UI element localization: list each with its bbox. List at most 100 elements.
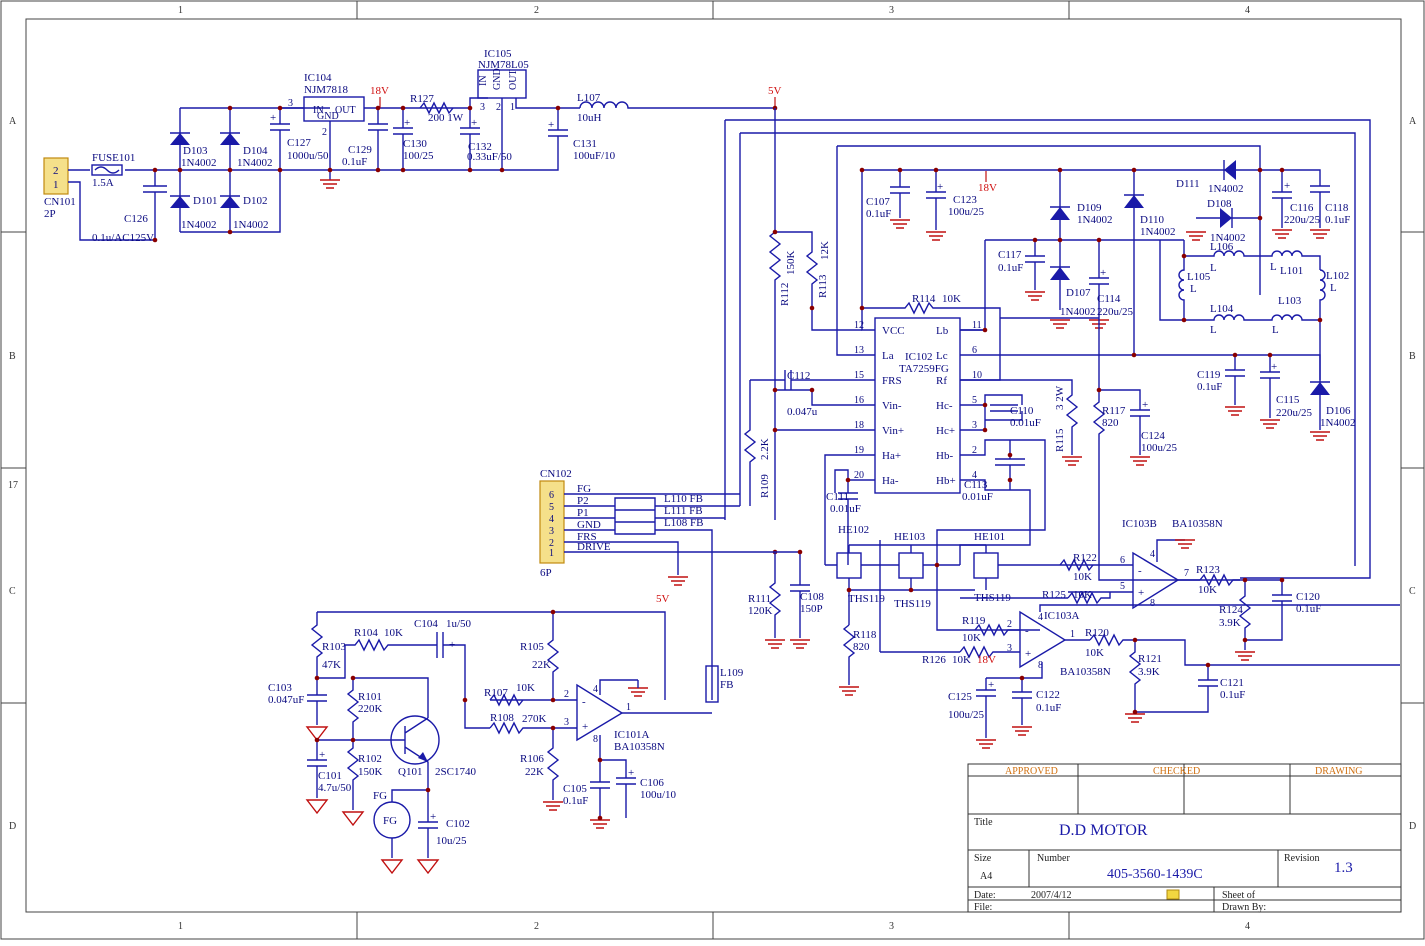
- d108-value: 1N4002: [1210, 232, 1245, 244]
- ic102-left-pin-number: 13: [854, 345, 864, 356]
- c132-ref: C132: [468, 141, 492, 153]
- frame-col-3-bottom: 3: [889, 921, 894, 932]
- r106-ref: R106: [520, 753, 544, 765]
- c114-value: 220u/25: [1097, 306, 1134, 318]
- tb-size-label: Size: [974, 853, 992, 864]
- cn101-pin1: 1: [53, 179, 59, 191]
- c102-value: 10u/25: [436, 835, 467, 847]
- ic101a-pin2: 2: [564, 689, 569, 700]
- ic102-right-pin-label: Hc+: [936, 425, 955, 437]
- r125-ref: R125: [1042, 589, 1066, 601]
- c103-ref: C103: [268, 682, 292, 694]
- r105-value: 22K: [532, 659, 551, 671]
- c130-ref: C130: [403, 138, 427, 150]
- l105-value: L: [1190, 283, 1197, 295]
- c121-value: 0.1uF: [1220, 689, 1245, 701]
- d108-ref: D108: [1207, 198, 1232, 210]
- note-icon[interactable]: [1166, 889, 1180, 900]
- c119-ref: C119: [1197, 369, 1221, 381]
- r112-ref: R112: [779, 283, 791, 306]
- ic102-left-pin-label: FRS: [882, 375, 902, 387]
- ic102-left-pin-number: 16: [854, 395, 864, 406]
- r126-value: 10K: [952, 654, 971, 666]
- r109-ref: R109: [759, 474, 771, 498]
- r109-value: 2.2K: [759, 438, 771, 460]
- tb-size: A4: [980, 871, 992, 882]
- fg-generator-label: FG: [383, 815, 397, 827]
- r122-value: 10K: [1073, 571, 1092, 583]
- c104-plus: +: [449, 639, 455, 651]
- c131-ref: C131: [573, 138, 597, 150]
- r111-value: 120K: [748, 605, 773, 617]
- c115-ref: C115: [1276, 394, 1300, 406]
- l111-label: L111 FB: [664, 505, 703, 517]
- l105-ref: L105: [1187, 271, 1211, 283]
- r120-value: 10K: [1085, 647, 1104, 659]
- ic103b-pin5: 5: [1120, 581, 1125, 592]
- l102-ref: L102: [1326, 270, 1349, 282]
- ic101a-pin1: 1: [626, 702, 631, 713]
- ic101a-pin8: 8: [593, 734, 598, 745]
- c123-value: 100u/25: [948, 206, 985, 218]
- r112-value: 150K: [785, 251, 797, 276]
- c119-value: 0.1uF: [1197, 381, 1222, 393]
- ic101a-ref: IC101A: [614, 729, 650, 741]
- ic102-left-pin-number: 15: [854, 370, 864, 381]
- tb-revision: 1.3: [1334, 860, 1353, 876]
- cn102-pin-number: 2: [549, 538, 554, 549]
- c120-ref: C120: [1296, 591, 1320, 603]
- d108-diode: [1220, 208, 1232, 228]
- r119-ref: R119: [962, 615, 986, 627]
- ic101a-pin4: 4: [593, 684, 598, 695]
- ic103a-minus: -: [1025, 625, 1029, 637]
- q101-value: 2SC1740: [435, 766, 476, 778]
- ic102-right-pin-number: 6: [972, 345, 977, 356]
- cn101-pin2: 2: [53, 165, 59, 177]
- ic103a-plus: +: [1025, 648, 1031, 660]
- ic103a-pin8: 8: [1038, 660, 1043, 671]
- ic104-pin3: 3: [288, 98, 293, 109]
- c113-value: 0.01uF: [962, 491, 993, 503]
- motor-driver-output: C107 0.1uF + C123 100u/25 18V D109 1N400…: [724, 119, 1371, 579]
- ic102-left-pin-label: La: [882, 350, 894, 362]
- l109-ferrite: [705, 665, 719, 703]
- c106-ref: C106: [640, 777, 664, 789]
- ic102-left-pin-label: VCC: [882, 325, 905, 337]
- d109-diode: [1050, 207, 1070, 220]
- ic103b-pin8: 8: [1150, 598, 1155, 609]
- ic102-right-pin-number: 4: [972, 470, 977, 481]
- r111-ref: R111: [748, 593, 771, 605]
- tb-drawing: DRAWING: [1315, 766, 1363, 777]
- d110-value: 1N4002: [1140, 226, 1175, 238]
- c107-ref: C107: [866, 196, 890, 208]
- ic103a-pin3: 3: [1007, 643, 1012, 654]
- c122-ref: C122: [1036, 689, 1060, 701]
- l101-value: L: [1270, 261, 1277, 273]
- r124-ref: R124: [1219, 604, 1243, 616]
- r101-value: 220K: [358, 703, 383, 715]
- cn102-ref: CN102: [540, 468, 572, 480]
- c120-value: 0.1uF: [1296, 603, 1321, 615]
- c117-ref: C117: [998, 249, 1022, 261]
- ic102-left-pin-number: 12: [854, 320, 864, 331]
- tb-file-label: File:: [974, 902, 992, 913]
- c118-ref: C118: [1325, 202, 1349, 214]
- tb-revision-label: Revision: [1284, 853, 1320, 864]
- d111-diode: [1224, 160, 1236, 180]
- c106-plus: +: [628, 767, 634, 779]
- c104-value: 1u/50: [446, 618, 472, 630]
- frame-row-b: B: [9, 351, 16, 362]
- frame-col-2: 2: [534, 5, 539, 16]
- tb-checked: CHECKED: [1153, 766, 1200, 777]
- c101-plus: +: [319, 749, 325, 761]
- ic101a-minus: -: [582, 696, 586, 708]
- r127-ref: R127: [410, 93, 434, 105]
- cn102-signal-label: P1: [577, 507, 589, 519]
- r117-ref: R117: [1102, 405, 1126, 417]
- ic104-gnd-pin: GND: [317, 111, 339, 122]
- l103-ref: L103: [1278, 295, 1302, 307]
- ic102-left-pin-number: 19: [854, 445, 864, 456]
- c121-ref: C121: [1220, 677, 1244, 689]
- d107-ref: D107: [1066, 287, 1091, 299]
